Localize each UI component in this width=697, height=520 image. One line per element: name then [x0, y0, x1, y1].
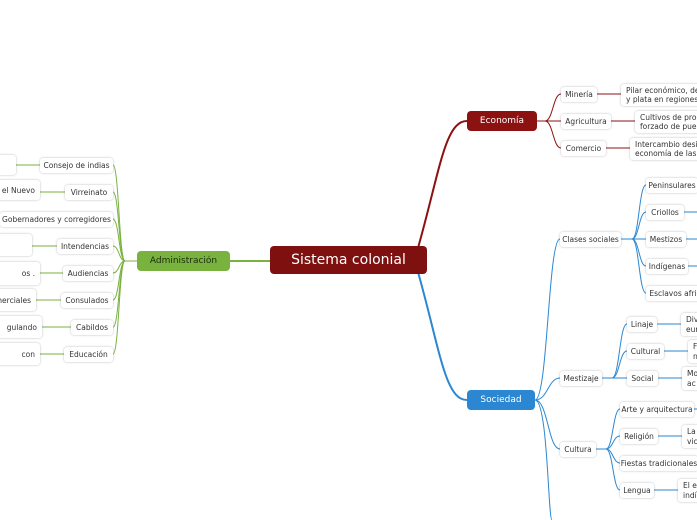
mestizaje-linaje[interactable]: Linaje [627, 317, 657, 332]
soc-link-more [534, 399, 553, 520]
admin-consulados[interactable]: Consulados [61, 293, 113, 308]
adm-link-1 [112, 191, 126, 262]
economia-comercio[interactable]: Comercio [561, 141, 606, 156]
mestizaje-link-0 [611, 323, 628, 379]
admin-audiencias-detail[interactable]: os . [0, 262, 40, 285]
cultura-lengua-detail[interactable]: El e indí [678, 479, 697, 502]
clase-esclavos[interactable]: Esclavos afric [646, 286, 697, 301]
clase-mestizos[interactable]: Mestizos [646, 232, 686, 247]
admin-gobernadores[interactable]: Gobernadores y corregidores [0, 212, 113, 227]
topic-sociedad[interactable]: Sociedad [467, 390, 535, 410]
economia-agricultura[interactable]: Agricultura [561, 114, 611, 129]
cultura-religion-detail[interactable]: La vic [682, 425, 697, 448]
sociedad-clases-sociales[interactable]: Clases sociales [560, 232, 621, 247]
admin-audiencias[interactable]: Audiencias [63, 266, 113, 281]
cultura-link-3 [605, 448, 621, 491]
root-topic[interactable]: Sistema colonial [270, 246, 427, 274]
clases-link-0 [631, 184, 647, 240]
cultura-lengua[interactable]: Lengua [620, 483, 654, 498]
mestizaje-social[interactable]: Social [627, 371, 658, 386]
mestizaje-linaje-detail[interactable]: Div eur [681, 313, 697, 336]
mestizaje-link-1 [611, 350, 628, 379]
adm-link-7 [112, 260, 126, 355]
clases-link-4 [631, 238, 647, 294]
admin-cabildos-detail[interactable]: gulando [0, 316, 42, 338]
admin-intendencias[interactable]: Intendencias [57, 239, 113, 254]
admin-consejo-detail[interactable] [0, 155, 16, 175]
admin-consulados-detail[interactable]: merciales [0, 289, 36, 311]
clases-link-3 [631, 238, 647, 267]
admin-cabildos[interactable]: Cabildos [71, 320, 113, 335]
sociedad-cultura[interactable]: Cultura [560, 442, 596, 457]
link-root-economia [417, 120, 468, 249]
admin-consejo-de-indias[interactable]: Consejo de indias [40, 158, 113, 173]
adm-link-6 [112, 260, 126, 328]
admin-virreinato-detail[interactable]: el Nuevo [0, 180, 40, 200]
cultura-arte-arquitectura[interactable]: Arte y arquitectura [620, 402, 694, 417]
mestizaje-social-detail[interactable]: Mo ac [682, 367, 697, 390]
soc-link-mestizaje [534, 377, 561, 401]
mestizaje-cultural-detail[interactable]: F n [688, 340, 697, 363]
sociedad-mestizaje[interactable]: Mestizaje [560, 371, 602, 386]
mestizaje-cultural[interactable]: Cultural [627, 344, 664, 359]
adm-link-2 [112, 218, 126, 262]
adm-link-3 [112, 245, 126, 262]
topic-administracion[interactable]: Administración [137, 251, 230, 271]
clases-link-1 [631, 211, 647, 240]
economia-comercio-detail[interactable]: Intercambio desig economía de las n [630, 138, 697, 160]
clase-criollos[interactable]: Criollos [646, 205, 684, 220]
economia-mineria[interactable]: Minería [561, 87, 597, 102]
admin-educacion-detail[interactable]: con [0, 343, 40, 365]
soc-link-clases [534, 238, 561, 401]
cultura-religion[interactable]: Religión [620, 429, 658, 444]
econ-link-2 [544, 120, 562, 149]
link-root-sociedad [417, 271, 468, 401]
topic-economia[interactable]: Economía [467, 111, 537, 131]
admin-educacion[interactable]: Educación [64, 347, 113, 362]
cultura-link-1 [605, 435, 621, 450]
econ-link-0 [544, 93, 562, 122]
cultura-fiestas[interactable]: Fiestas tradicionales [620, 456, 697, 471]
clase-indigenas[interactable]: Indígenas [646, 259, 688, 274]
economia-agricultura-detail[interactable]: Cultivos de prod forzado de puebl [635, 111, 697, 133]
admin-virreinato[interactable]: Virreinato [65, 185, 113, 200]
clase-peninsulares[interactable]: Peninsulares [646, 178, 697, 193]
cultura-link-0 [605, 408, 621, 450]
soc-link-cultura [534, 399, 561, 450]
economia-mineria-detail[interactable]: Pilar económico, des y plata en regiones… [621, 84, 697, 106]
admin-intendencias-detail[interactable] [0, 234, 32, 256]
